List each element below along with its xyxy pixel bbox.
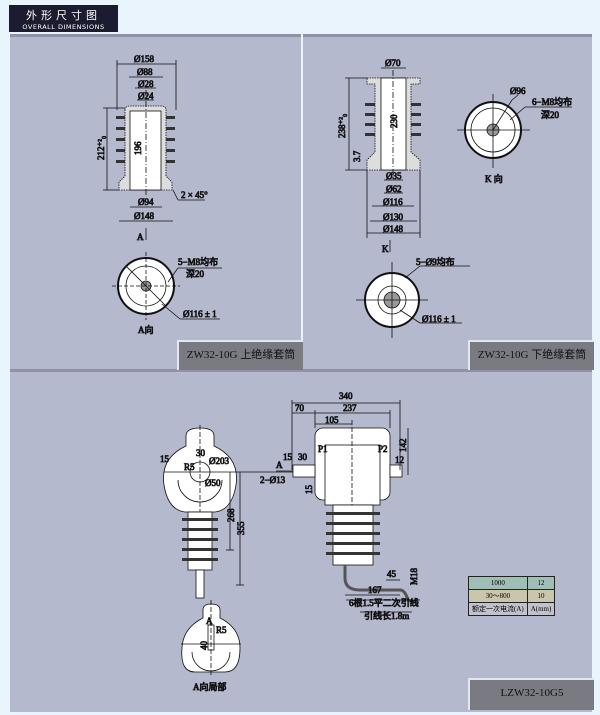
dimension-label: Ø116 ± 1: [183, 309, 217, 319]
dimension-label: 30～800: [468, 589, 528, 603]
dimension-label: 引线长1.8m: [364, 610, 409, 621]
dimension-label: Ø70: [385, 58, 401, 68]
dimension-label: Ø148: [383, 224, 403, 234]
dimension-label: Ø94: [138, 197, 154, 207]
header-title-en: OVERALL DIMENSIONS: [22, 23, 105, 31]
dimension-label: 167: [368, 585, 382, 595]
section-header: 外形尺寸图 OVERALL DIMENSIONS: [9, 5, 118, 32]
dimension-label: 196: [133, 141, 143, 155]
dimension-label: 30: [196, 448, 206, 458]
lower-bushing-labels: Ø70 238⁺²₀ 230 3.7 Ø35 Ø62 Ø116 Ø130 Ø14…: [337, 58, 573, 325]
dimension-label: A向: [138, 324, 154, 335]
dimension-label: 15: [283, 452, 293, 462]
ct-front-labels: 340 70 237 105 142 P1 P2 15 30 A 2−Ø13 1…: [260, 391, 420, 622]
dimension-label: Ø158: [134, 54, 154, 64]
caption-upper-bushing: ZW32-10G 上绝缘套筒: [177, 340, 303, 370]
dimension-label: 15: [160, 454, 170, 464]
dimension-label: 237: [343, 403, 357, 413]
dimension-label: 45: [387, 569, 397, 579]
ct-side-drawing: [163, 425, 296, 599]
dimension-label: 2 × 45°: [181, 190, 208, 200]
dimension-label: A: [206, 616, 213, 626]
dimension-label: 238⁺²₀: [337, 114, 347, 138]
dimension-label: 212⁺²₀: [96, 136, 106, 160]
dimension-label: A向局部: [193, 681, 227, 692]
dimension-label: P1: [318, 444, 328, 454]
dimension-label: 3.7: [352, 150, 362, 162]
dimension-label: 355: [236, 521, 246, 535]
dimension-label: Ø116 ± 1: [422, 314, 456, 324]
dimension-label: Ø24: [138, 91, 154, 101]
dimension-label: P2: [378, 444, 388, 454]
dimension-label: Ø35: [386, 171, 402, 181]
dimension-label: A: [276, 460, 283, 470]
panel-upper-bushing: [10, 34, 301, 370]
dimension-label: 6−M8均布: [532, 96, 572, 107]
dimension-label: 1000: [468, 576, 528, 590]
dimension-label: 142: [398, 439, 408, 453]
panel-lower-bushing: [303, 34, 592, 370]
dimension-label: 15: [304, 485, 314, 495]
dimension-label: 深20: [186, 269, 205, 279]
caption-ct: LZW32-10G5: [468, 678, 594, 710]
panel-ct: [10, 369, 592, 712]
dimension-label: M18: [409, 567, 419, 585]
ct-side-labels: 15 30 R5 Ø203 Ø50 268 355: [160, 448, 247, 536]
dimension-label: 12: [395, 455, 404, 465]
dimension-label: Ø88: [137, 67, 153, 77]
dimension-label: 5−M8均布: [178, 256, 218, 267]
dimension-label: Ø50: [205, 478, 221, 488]
dimension-label: Ø62: [386, 184, 402, 194]
ct-front-drawing: [276, 400, 420, 613]
dimension-label: 230: [389, 114, 399, 128]
upper-bushing-labels: Ø158 Ø88 Ø28 Ø24 212⁺²₀ 196 Ø94 Ø148 2 ×…: [96, 54, 219, 336]
dimension-label: 深20: [541, 110, 560, 120]
dimension-label: 105: [325, 415, 339, 425]
dimension-label: 268: [226, 508, 236, 522]
dimension-label: 10: [526, 589, 556, 603]
dimension-label: 2−Ø13: [260, 475, 286, 485]
dimension-label: 12: [526, 576, 556, 590]
dimension-label: 6根1.5平二次引线: [349, 597, 419, 608]
dimension-label: R5: [184, 462, 195, 472]
dimension-label: 70: [295, 403, 305, 413]
dimension-label: A(mm): [526, 602, 556, 616]
dimension-label: Ø130: [383, 212, 403, 222]
dimension-label: 340: [339, 391, 353, 401]
dimension-label: Ø203: [209, 456, 229, 466]
dimension-label: K 向: [485, 173, 503, 184]
dimension-label: 30: [298, 452, 308, 462]
ct-detail-a-labels: A R5 40 A向局部: [193, 616, 228, 693]
dimension-label: 40: [199, 641, 209, 651]
dimension-label: A: [137, 232, 144, 242]
dimension-label: Ø116: [383, 197, 403, 207]
dimension-label: 5−Ø9均布: [416, 256, 455, 267]
dimension-label: Ø96: [510, 86, 526, 96]
dimension-label: 额定一次电流(A): [468, 602, 528, 616]
caption-lower-bushing: ZW32-10G 下绝缘套筒: [468, 340, 594, 370]
dimension-label: Ø148: [134, 211, 154, 221]
dimension-label: K: [382, 244, 389, 254]
dimension-label: Ø28: [138, 79, 154, 89]
lower-bushing-drawing: [345, 67, 572, 338]
dimension-label: R5: [216, 625, 227, 635]
table-row: 额定一次电流(A)A(mm): [468, 602, 556, 616]
ct-detail-a-drawing: [181, 600, 241, 676]
upper-bushing-drawing: [103, 60, 222, 320]
header-title-cn: 外形尺寸图: [26, 9, 101, 22]
